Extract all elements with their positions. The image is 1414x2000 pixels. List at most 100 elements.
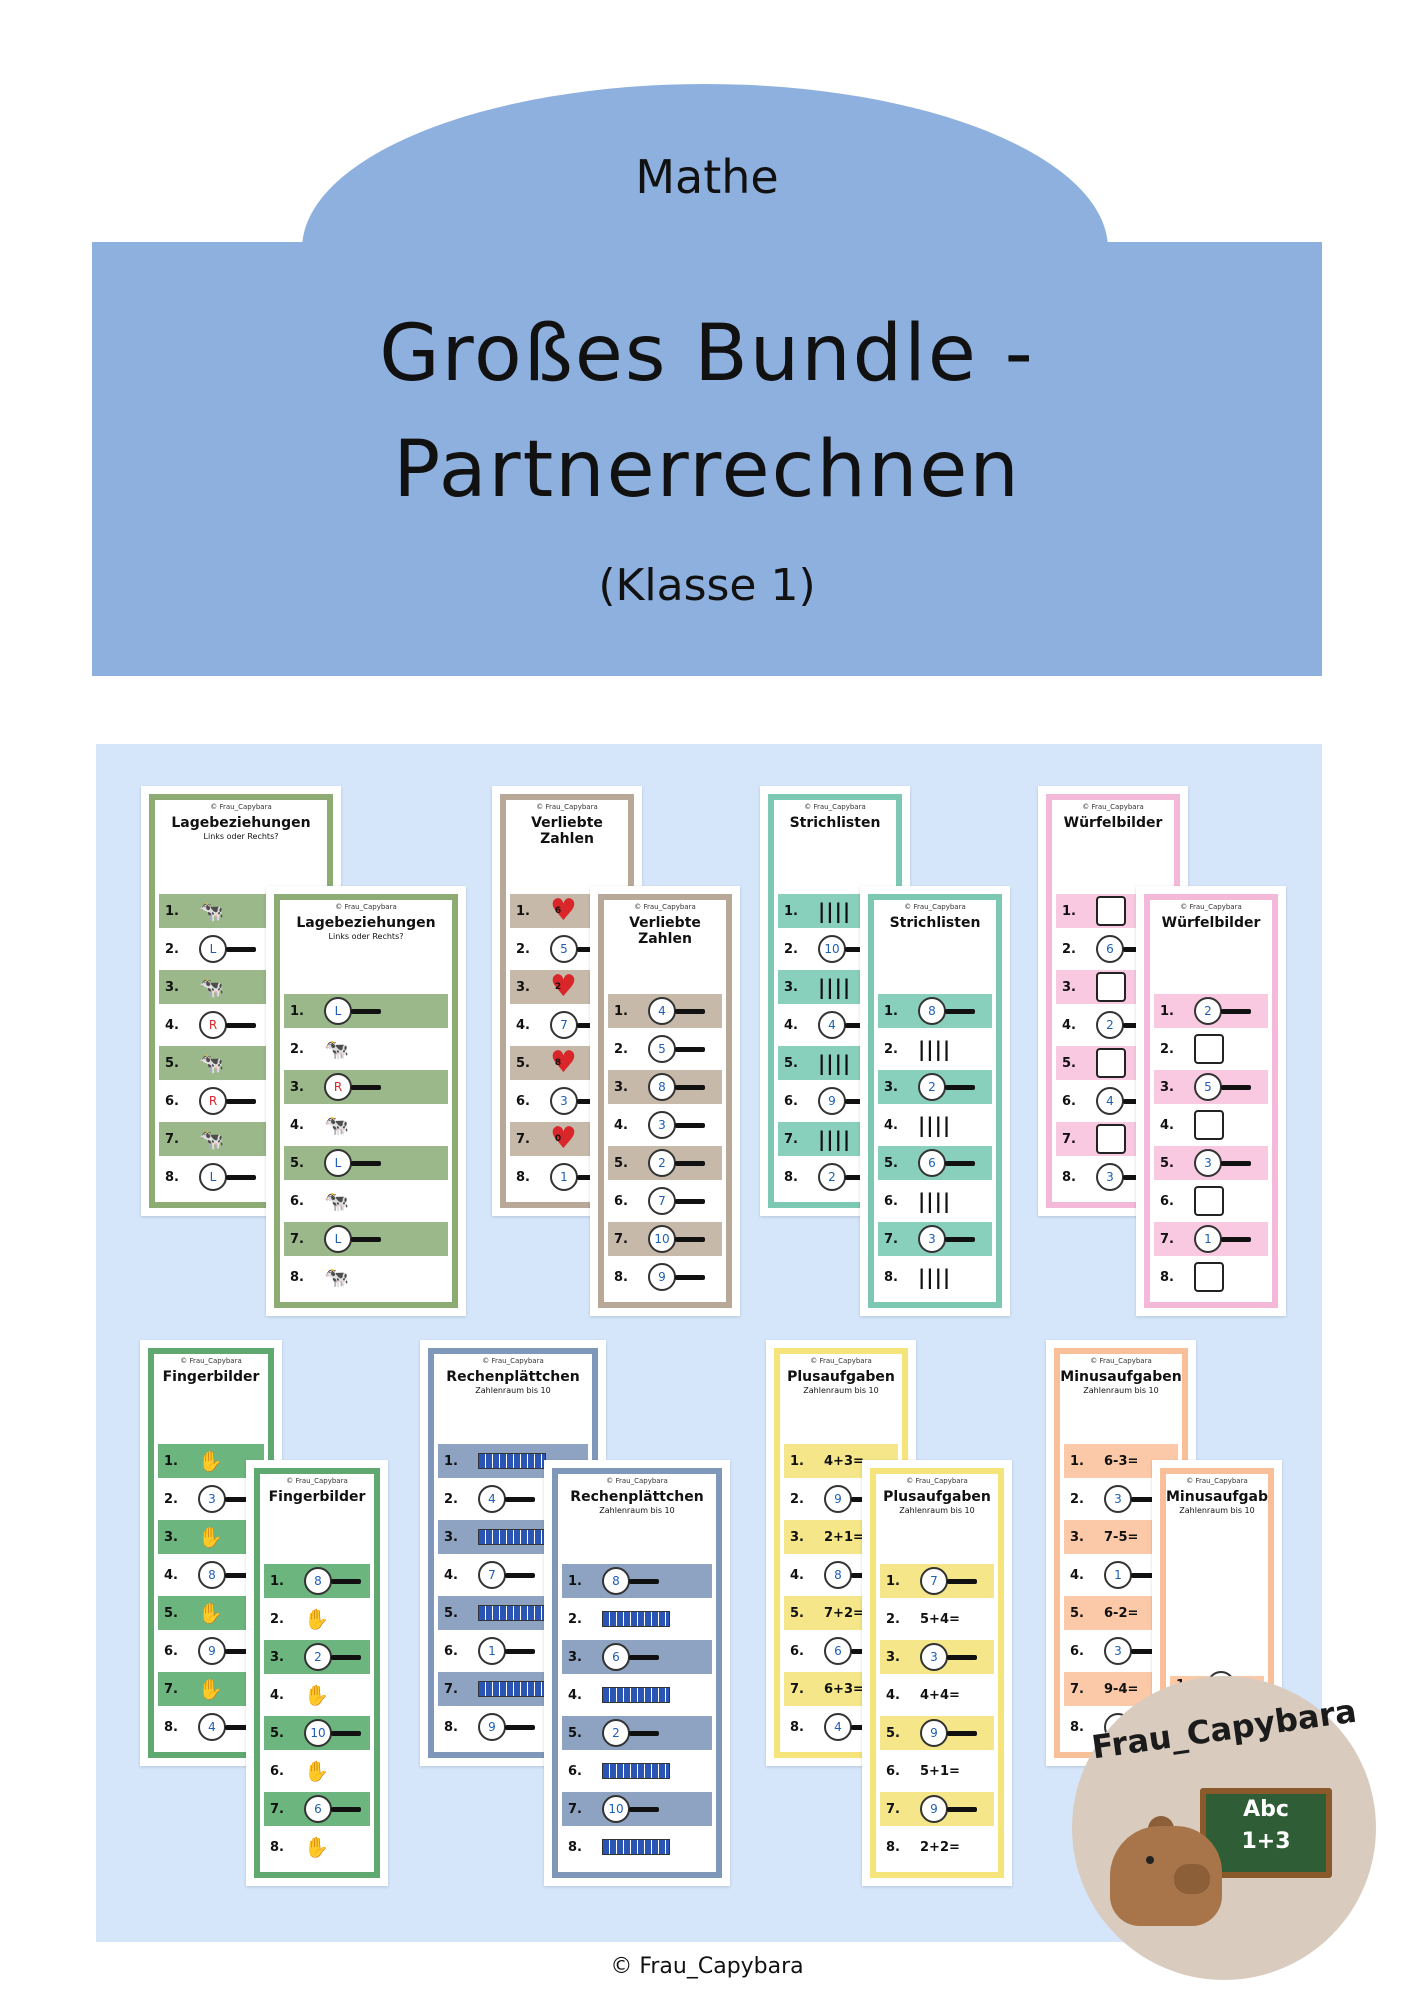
worksheet-row: 6.5+1= bbox=[880, 1754, 994, 1788]
row-content: 2 bbox=[1096, 1011, 1170, 1039]
worksheet-row: 4. bbox=[1154, 1108, 1268, 1142]
row-number: 8. bbox=[164, 1719, 178, 1735]
row-content: 🐄 bbox=[324, 1189, 448, 1213]
row-content: 3 bbox=[1104, 1637, 1178, 1665]
magnifier-icon: 4 bbox=[1096, 1087, 1153, 1115]
magnifier-icon: 8 bbox=[648, 1073, 705, 1101]
worksheet-title: Verliebte Zahlen bbox=[629, 915, 701, 947]
row-number: 4. bbox=[444, 1567, 458, 1583]
picture-icon: 🐄 bbox=[324, 1113, 349, 1137]
grade-label: (Klasse 1) bbox=[598, 560, 816, 611]
row-number: 5. bbox=[270, 1725, 284, 1741]
row-number: 4. bbox=[290, 1117, 304, 1133]
row-number: 8. bbox=[165, 1169, 179, 1185]
row-number: 3. bbox=[1070, 1529, 1084, 1545]
row-number: 6. bbox=[884, 1193, 898, 1209]
worksheet-row: 8.🐄 bbox=[284, 1260, 448, 1294]
worksheet-row: 8.L bbox=[159, 1160, 323, 1194]
worksheet-copyright: © Frau_Capybara bbox=[286, 1477, 348, 1485]
row-number: 1. bbox=[568, 1573, 582, 1589]
row-number: 2. bbox=[164, 1491, 178, 1507]
row-content: R bbox=[324, 1073, 448, 1101]
magnifier-icon: 2 bbox=[1096, 1011, 1153, 1039]
row-number: 6. bbox=[270, 1763, 284, 1779]
worksheet-title: Minusaufgaben bbox=[1166, 1489, 1268, 1505]
row-content: 6 bbox=[602, 1643, 712, 1671]
row-number: 3. bbox=[290, 1079, 304, 1095]
row-number: 5. bbox=[516, 1055, 530, 1071]
worksheet-copyright: © Frau_Capybara bbox=[1090, 1357, 1152, 1365]
picture-icon: 🐄 bbox=[199, 1127, 224, 1151]
magnifier-icon: 6 bbox=[304, 1795, 361, 1823]
magnifier-icon: 10 bbox=[602, 1795, 659, 1823]
row-content: 9 bbox=[920, 1795, 994, 1823]
hand-icon: ✋ bbox=[198, 1525, 223, 1549]
worksheet-copyright: © Frau_Capybara bbox=[210, 803, 272, 811]
worksheet-row: 7.10 bbox=[562, 1792, 712, 1826]
magnifier-icon: 3 bbox=[1104, 1637, 1161, 1665]
magnifier-icon: 6 bbox=[918, 1149, 975, 1177]
row-content: 3 bbox=[1194, 1149, 1268, 1177]
row-number: 7. bbox=[1160, 1231, 1174, 1247]
magnifier-icon: 1 bbox=[478, 1637, 535, 1665]
dice-icon bbox=[1194, 1186, 1224, 1216]
magnifier-icon: 3 bbox=[1104, 1485, 1161, 1513]
worksheet-row: 5.2 bbox=[608, 1146, 722, 1180]
row-number: 8. bbox=[1160, 1269, 1174, 1285]
row-number: 8. bbox=[886, 1839, 900, 1855]
worksheet-title: Fingerbilder bbox=[268, 1489, 366, 1505]
worksheet-row: 5.3 bbox=[1154, 1146, 1268, 1180]
chalkboard: Abc 1+3 bbox=[1200, 1788, 1332, 1878]
row-number: 6. bbox=[1070, 1643, 1084, 1659]
row-number: 5. bbox=[165, 1055, 179, 1071]
row-content: 1 bbox=[478, 1637, 588, 1665]
tally-icon: |||| bbox=[918, 1113, 952, 1137]
row-content: 10 bbox=[602, 1795, 712, 1823]
worksheet-row: 5.6 bbox=[878, 1146, 992, 1180]
row-content: ♥8 bbox=[550, 1045, 577, 1080]
hand-icon: ✋ bbox=[304, 1683, 329, 1707]
worksheet-row: 8. bbox=[1154, 1260, 1268, 1294]
worksheet-row: 6. bbox=[1154, 1184, 1268, 1218]
worksheet-title: Verliebte Zahlen bbox=[531, 815, 603, 847]
row-content: 🐄 bbox=[199, 899, 323, 923]
row-number: 8. bbox=[884, 1269, 898, 1285]
row-number: 2. bbox=[568, 1611, 582, 1627]
row-content: 🐄 bbox=[324, 1113, 448, 1137]
worksheet-row: 1.8 bbox=[878, 994, 992, 1028]
dice-icon bbox=[1194, 1262, 1224, 1292]
row-content bbox=[1194, 1186, 1268, 1216]
row-content: 3 bbox=[648, 1111, 722, 1139]
row-number: 6. bbox=[886, 1763, 900, 1779]
worksheet-row: 2.|||| bbox=[878, 1032, 992, 1066]
magnifier-icon: 10 bbox=[818, 935, 875, 963]
row-content: 1 bbox=[1104, 1561, 1178, 1589]
row-content: L bbox=[324, 997, 448, 1025]
hand-icon: ✋ bbox=[304, 1607, 329, 1631]
row-content: |||| bbox=[918, 1265, 992, 1289]
row-content: 3 bbox=[918, 1225, 992, 1253]
tally-icon: |||| bbox=[818, 1051, 852, 1075]
worksheet-row: 6.3 bbox=[510, 1084, 624, 1118]
magnifier-icon: 4 bbox=[478, 1485, 535, 1513]
board-line-2: 1+3 bbox=[1241, 1829, 1291, 1854]
worksheet-subtitle: Links oder Rechts? bbox=[203, 832, 279, 841]
dice-icon bbox=[1096, 1124, 1126, 1154]
worksheet-row: 2.3 bbox=[1064, 1482, 1178, 1516]
row-number: 3. bbox=[790, 1529, 804, 1545]
row-number: 6. bbox=[790, 1643, 804, 1659]
row-number: 1. bbox=[1062, 903, 1076, 919]
row-content: 8 bbox=[648, 1073, 722, 1101]
magnifier-icon: 2 bbox=[648, 1149, 705, 1177]
worksheet-row: 8.2+2= bbox=[880, 1830, 994, 1864]
dice-icon bbox=[1096, 972, 1126, 1002]
row-number: 5. bbox=[568, 1725, 582, 1741]
row-number: 1. bbox=[1160, 1003, 1174, 1019]
worksheet-title: Rechenplättchen bbox=[446, 1369, 580, 1385]
